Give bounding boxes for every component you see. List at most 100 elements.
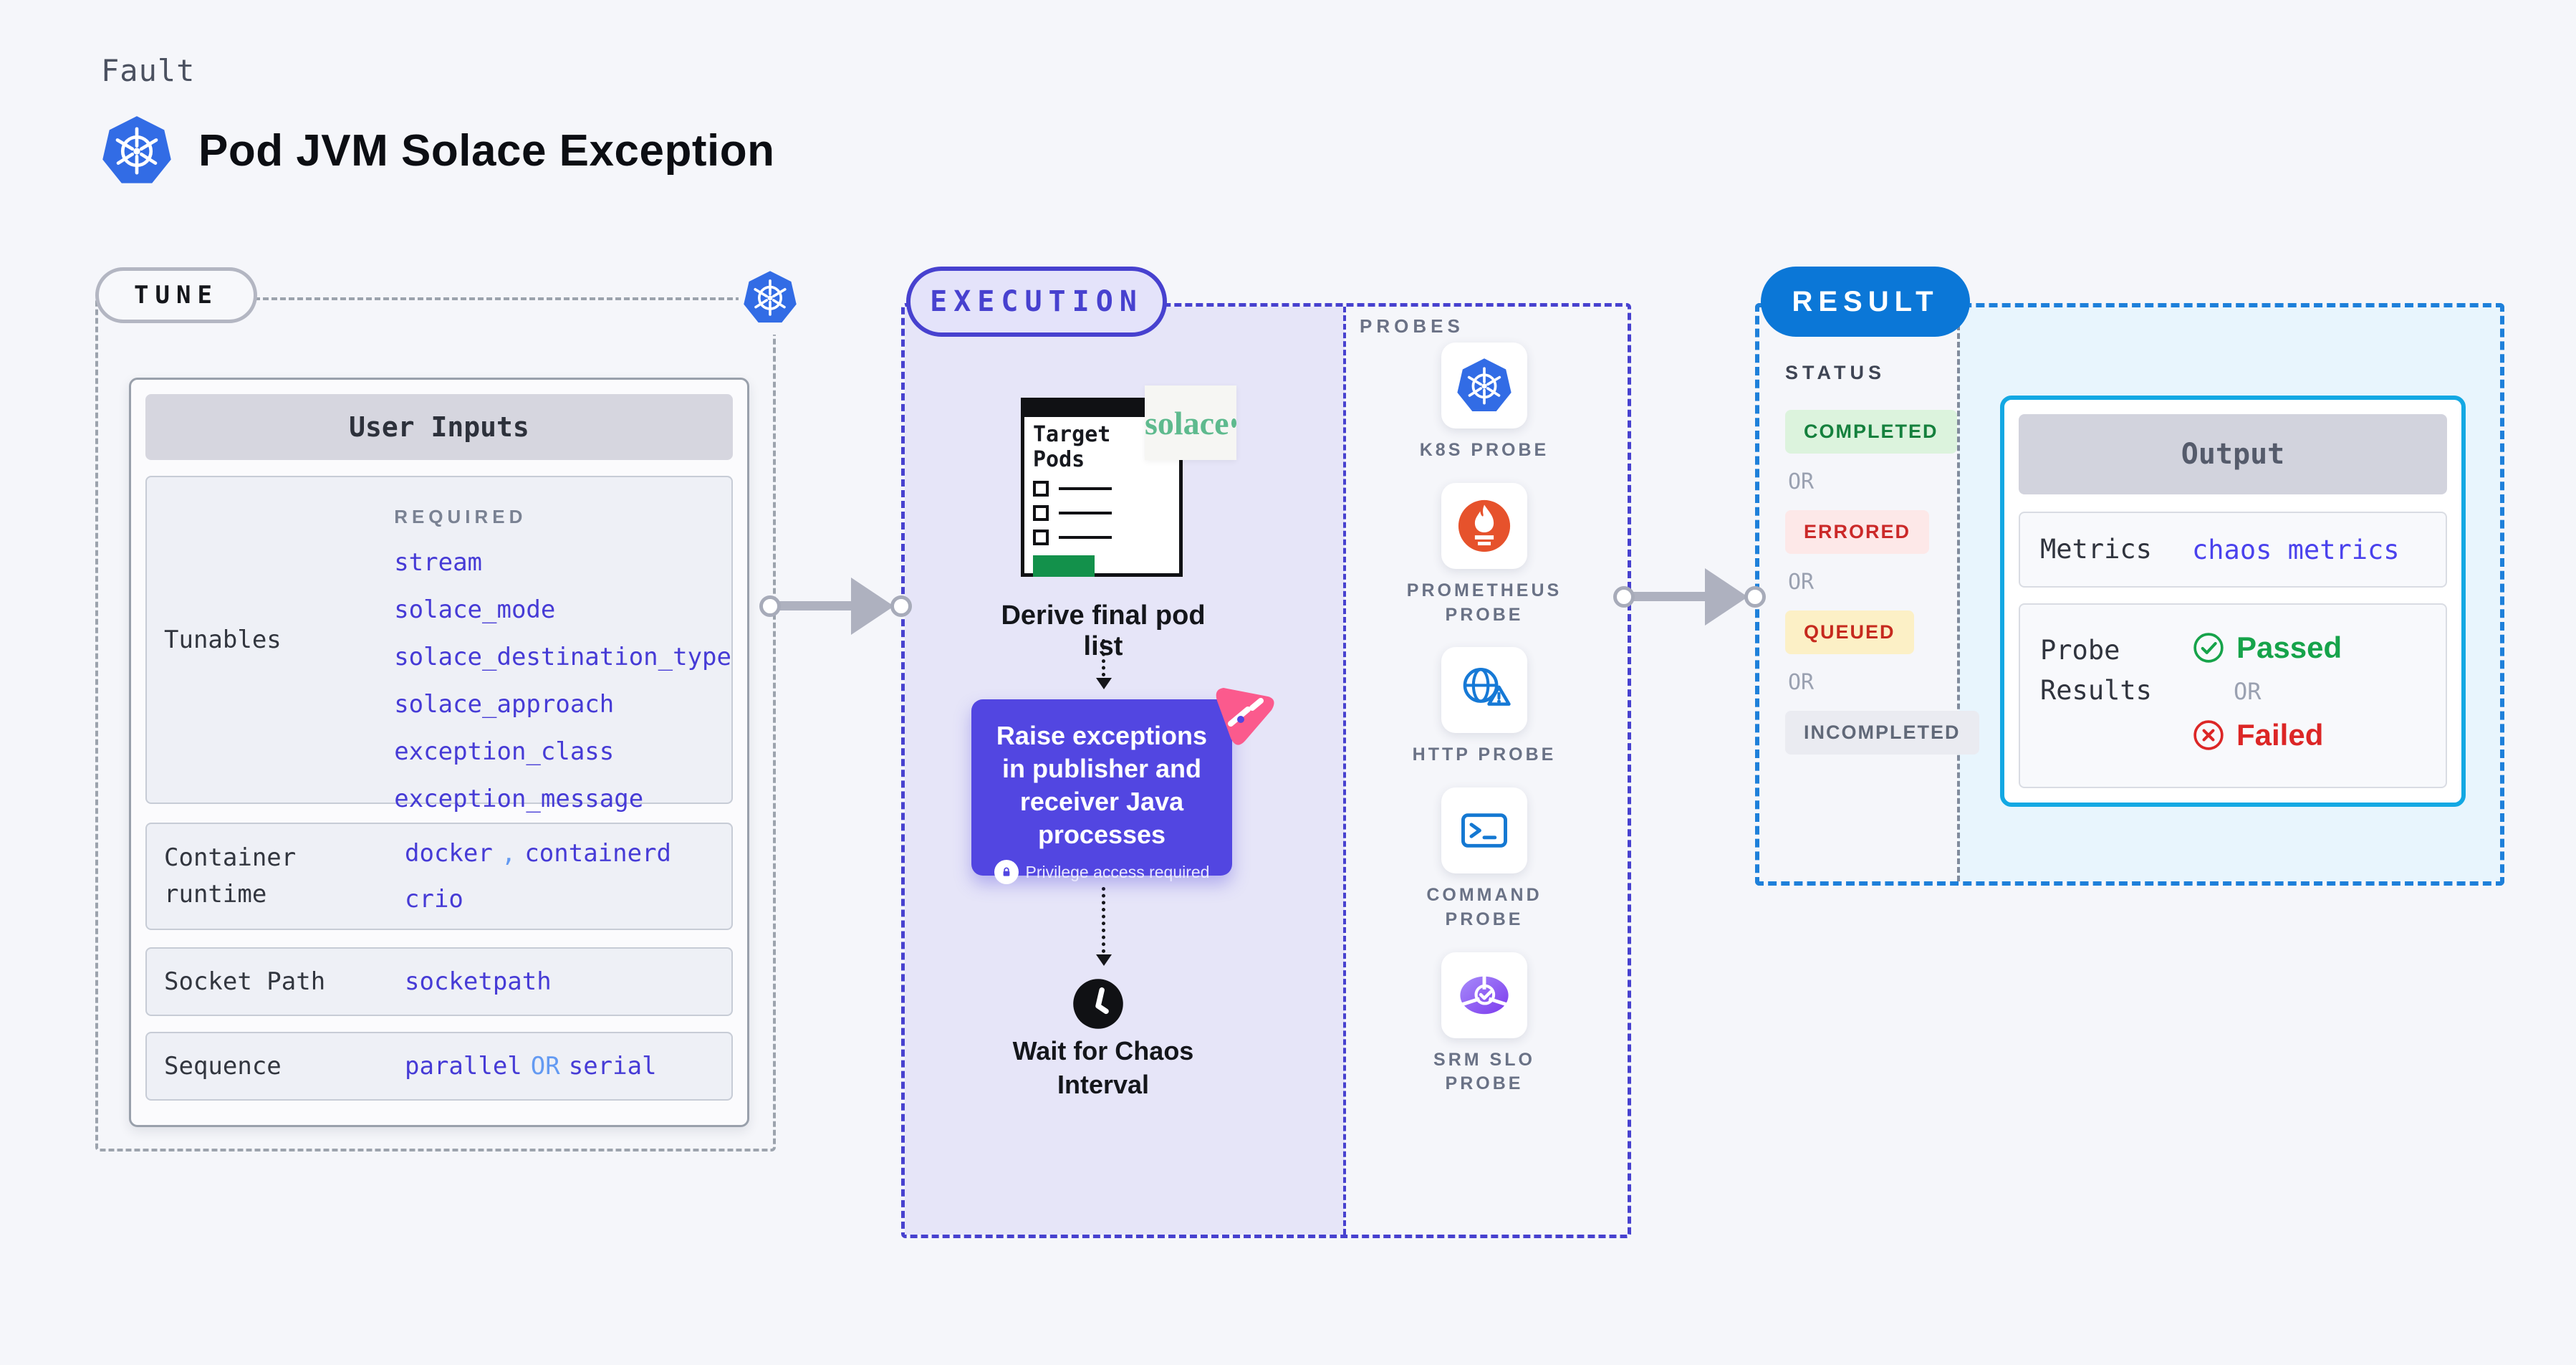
probe-label: SRM SLO PROBE [1433,1049,1535,1094]
tune-to-execution-arrow [772,601,857,610]
chaos-pink-icon [1216,688,1274,745]
sequence-or: OR [530,1052,560,1081]
chaos-action-box: Raise exceptions in publisher and receiv… [971,699,1232,885]
fault-kicker: Fault [101,53,196,88]
sequence-parallel: parallel [405,1052,522,1081]
probe-item-srm-slo: SRM SLO PROBE [1398,952,1570,1097]
arrow-head-icon [1096,678,1112,689]
window-titlebar [1024,401,1179,417]
probe-results-values: Passed OR Failed [2192,631,2342,752]
passed-label: Passed [2236,631,2342,664]
status-column: STATUS COMPLETED OR ERRORED OR QUEUED OR… [1785,362,1979,755]
target-pods-title: Target Pods [1033,422,1111,472]
container-runtime-label: Container runtime [164,843,297,909]
kubernetes-icon [1457,358,1512,411]
probe-item-k8s: K8S PROBE [1420,343,1549,463]
tunable-value: solace_mode [394,595,556,624]
tune-section-box [95,297,776,1151]
probe-label: HTTP PROBE [1412,744,1557,765]
pod-list-item [1033,530,1171,545]
metrics-row: Metrics chaos metrics [2019,512,2447,588]
comma-separator: , [501,839,516,868]
result-badge: RESULT [1761,267,1970,337]
flow-arrow [1102,887,1105,953]
flow-arrow [1102,639,1105,676]
arrow-head-icon [1096,954,1112,966]
probe-card [1441,647,1527,734]
tunable-value: exception_class [394,737,615,766]
connector-dot-icon [890,595,912,617]
probe-card [1441,952,1527,1038]
output-card: Output Metrics chaos metrics Probe Resul… [2000,396,2466,807]
connector-dot-icon [759,595,781,617]
status-badge-errored: ERRORED [1785,510,1930,554]
list-line [1059,487,1112,490]
pod-list-item [1033,505,1171,521]
probes-header: PROBES [1360,315,1464,337]
tunables-row: Tunables REQUIRED stream solace_mode sol… [145,476,733,813]
probe-card [1441,343,1527,428]
status-divider [1957,307,1960,881]
list-line [1059,536,1112,539]
socket-path-row: Socket Path socketpath [145,947,733,1016]
derive-pod-list-label: Derive final pod list [1001,600,1206,661]
probe-label: K8S PROBE [1419,440,1549,460]
slo-chart-icon [1460,975,1509,1014]
runtime-docker: docker [405,839,493,868]
arrow-head-icon [851,578,894,635]
output-header: Output [2019,414,2447,494]
arrow-head-icon [1705,568,1748,626]
probe-item-command: COMMAND PROBE [1398,787,1570,932]
probes-divider [1343,307,1346,1235]
container-runtime-values: docker, containerd crio [405,824,731,929]
x-circle-icon [2193,720,2224,750]
probe-results-label: Probe Results [2040,635,2152,706]
sequence-serial: serial [568,1052,657,1081]
checkbox-icon [1033,505,1049,521]
tunable-value: stream [394,548,483,577]
or-label: OR [1788,570,1815,595]
checkbox-icon [1033,530,1049,545]
sequence-row: Sequence parallel OR serial [145,1032,733,1101]
execution-badge: EXECUTION [906,267,1167,337]
socket-path-label: Socket Path [164,967,326,996]
status-badge-queued: QUEUED [1785,610,1914,654]
or-label: OR [1788,469,1815,494]
failed-label: Failed [2236,718,2324,752]
socket-path-value: socketpath [405,967,552,996]
runtime-containerd: containerd [524,839,672,868]
solace-logo: solace [1145,385,1236,460]
tunables-values: REQUIRED stream solace_mode solace_desti… [394,477,731,813]
sequence-label: Sequence [164,1051,282,1081]
failed-line: Failed [2192,718,2342,752]
runtime-value-line: docker, containerd [405,839,731,868]
chaos-action-text: Raise exceptions in publisher and receiv… [996,721,1208,850]
status-badge-incompleted: INCOMPLETED [1785,711,1979,755]
connector-dot-icon [1744,586,1766,608]
globe-warning-icon [1463,668,1511,707]
runtime-crio: crio [405,885,463,914]
tunable-value: solace_approach [394,690,615,719]
window-body: Target Pods [1024,417,1179,583]
metrics-label: Metrics [2040,534,2152,565]
probe-results-row: Probe Results Passed OR Failed [2019,603,2447,788]
user-inputs-card: User Inputs Tunables REQUIRED stream sol… [129,378,749,1127]
or-label: OR [1788,670,1815,695]
probe-label: COMMAND PROBE [1426,885,1542,929]
prometheus-icon [1458,499,1511,552]
probe-card [1441,787,1527,873]
container-runtime-row: Container runtime docker, containerd crio [145,823,733,930]
lock-icon [994,860,1019,885]
kubernetes-icon [739,266,807,335]
kubernetes-icon [102,116,171,183]
sequence-value: parallel OR serial [405,1033,731,1099]
tune-badge: TUNE [95,267,257,323]
execution-to-result-arrow [1626,592,1711,601]
required-label: REQUIRED [394,506,527,527]
green-button [1033,555,1095,577]
probe-item-http: HTTP PROBE [1413,647,1557,767]
page-title: Pod JVM Solace Exception [198,125,775,176]
page-title-row: Pod JVM Solace Exception [100,113,774,188]
privilege-label: Privilege access required [1025,862,1210,881]
